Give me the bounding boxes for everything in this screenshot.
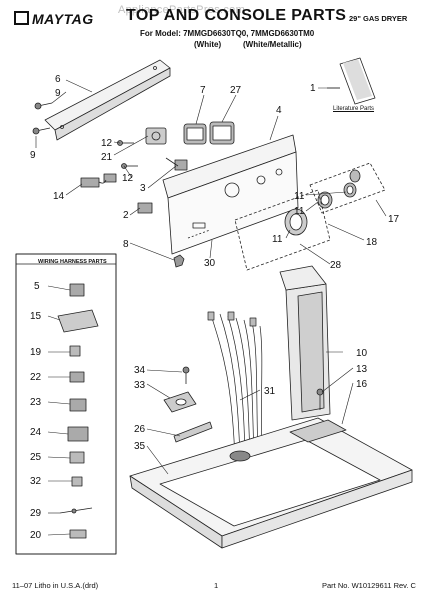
callout-label: 18: [366, 237, 378, 248]
callout-label: 12: [101, 138, 113, 149]
callout-label: 25: [30, 452, 42, 463]
callout-label: 11: [294, 206, 305, 217]
callout-label: 7: [200, 85, 206, 96]
harness-parts: [57, 283, 99, 539]
callout-label: 6: [55, 74, 61, 85]
callout-label: 32: [30, 476, 42, 487]
footer-part-number: Part No. W10129611 Rev. C: [322, 581, 416, 590]
callout-label: 2: [123, 210, 129, 221]
dryer-top: [129, 417, 413, 549]
footer-page-number: 1: [214, 581, 219, 590]
callout-label: 10: [356, 348, 368, 359]
push-switch: [145, 127, 167, 145]
switches: [183, 121, 235, 145]
variant-white: (White): [194, 40, 222, 49]
wire-connectors: [80, 157, 188, 214]
rear-panel: [44, 59, 171, 141]
callout-label: 11: [272, 234, 283, 245]
bracket: [163, 366, 197, 413]
callout-label: 19: [30, 347, 42, 358]
callout-label: 35: [134, 441, 146, 452]
leader-lines: [35, 79, 387, 536]
callout-label: 28: [330, 260, 342, 271]
callout-label: 34: [134, 365, 146, 376]
harness-callouts: 5 15 19 22 23 24 25 32 29 20: [30, 281, 42, 541]
brand-mark-icon: [14, 11, 29, 25]
clip: [173, 254, 185, 268]
literature-packet: [327, 57, 376, 105]
callout-label: 9: [30, 150, 36, 161]
page-title: TOP AND CONSOLE PARTS: [126, 7, 347, 24]
callout-label: 3: [140, 183, 146, 194]
callout-label: 12: [122, 173, 134, 184]
strip: [173, 421, 213, 443]
callout-label: 26: [134, 424, 146, 435]
callout-label: 30: [204, 258, 216, 269]
callout-label: 31: [264, 386, 276, 397]
callout-label: 11: [294, 191, 305, 202]
callout-label: 24: [30, 427, 42, 438]
screw: [316, 388, 324, 410]
callout-label: 13: [356, 364, 368, 375]
variant-white-metallic: (White/Metallic): [243, 40, 302, 49]
callout-label: 33: [134, 380, 146, 391]
callout-label: 16: [356, 379, 368, 390]
callout-label: 4: [276, 105, 282, 116]
callout-label: 5: [34, 281, 40, 292]
callout-label: 29: [30, 508, 42, 519]
callout-label: 15: [30, 311, 42, 322]
callout-label: 20: [30, 530, 42, 541]
callout-label: 8: [123, 239, 129, 250]
callout-label: 27: [230, 85, 242, 96]
watermark: AppliancePartsPros.com: [118, 4, 246, 16]
callout-label: 14: [53, 191, 65, 202]
callout-label: 17: [388, 214, 400, 225]
main-callouts: 6 9 9 7 27 4 1 12 21 12 3 14 2 8 30 11 1…: [30, 74, 400, 452]
lint-panel: [279, 265, 331, 421]
console-panel: [162, 134, 299, 255]
wiring-harness-title: WIRING HARNESS PARTS: [38, 259, 107, 265]
callout-label: 1: [310, 83, 316, 94]
model-line: For Model: 7MMGD6630TQ0, 7MMGD6630TM0: [140, 29, 315, 38]
callout-label: 23: [30, 397, 42, 408]
knobs: [234, 162, 386, 271]
callout-label: 22: [30, 372, 42, 383]
callout-label: 9: [55, 88, 61, 99]
screws: [32, 102, 138, 169]
literature-parts-label: Literature Parts: [333, 106, 375, 112]
brand-logo: MAYTAG: [14, 11, 94, 27]
dryer-type: 29" GAS DRYER: [349, 14, 408, 23]
brand-name: MAYTAG: [32, 11, 94, 27]
callout-label: 21: [101, 152, 113, 163]
footer-litho: 11–07 Litho in U.S.A.(drd): [12, 581, 99, 590]
